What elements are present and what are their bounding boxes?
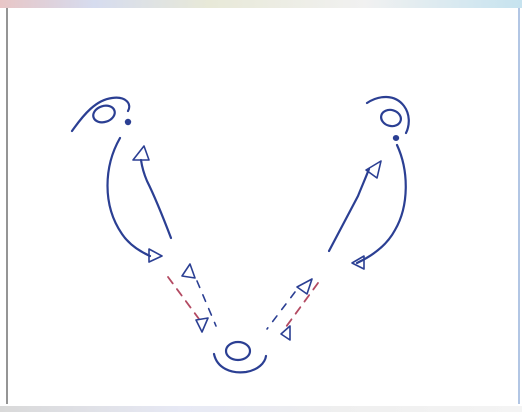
- right-loop: [329, 145, 406, 269]
- right-dashed-arrowhead-bottom: [281, 326, 290, 340]
- top-right-node: [367, 97, 409, 141]
- left-loop-inner-curve: [141, 160, 171, 238]
- left-loop-arrowhead-top: [133, 146, 149, 160]
- right-dashed-link-blue: [267, 292, 295, 329]
- top-right-node-dot: [393, 135, 399, 141]
- top-left-node-dot: [125, 119, 131, 125]
- right-dashed-arrowhead-top: [297, 279, 312, 294]
- top-left-node-arc: [72, 98, 129, 131]
- top-left-node: [72, 98, 131, 131]
- bottom-node-arc: [214, 354, 266, 372]
- top-right-node-arc: [367, 97, 409, 133]
- left-loop: [108, 138, 172, 262]
- right-loop-arrowhead-top: [366, 161, 381, 178]
- left-loop-outer-curve: [108, 138, 151, 256]
- bottom-node-circle: [226, 342, 250, 360]
- left-dashed-arrowhead-bottom: [196, 318, 208, 332]
- bottom-node: [214, 342, 266, 372]
- left-dashed-link: [168, 264, 216, 332]
- left-dashed-link-red: [168, 277, 199, 319]
- right-loop-inner-curve: [329, 169, 369, 251]
- right-dashed-link: [267, 279, 318, 340]
- left-dashed-arrowhead-top: [182, 264, 195, 278]
- top-right-node-circle: [379, 108, 402, 129]
